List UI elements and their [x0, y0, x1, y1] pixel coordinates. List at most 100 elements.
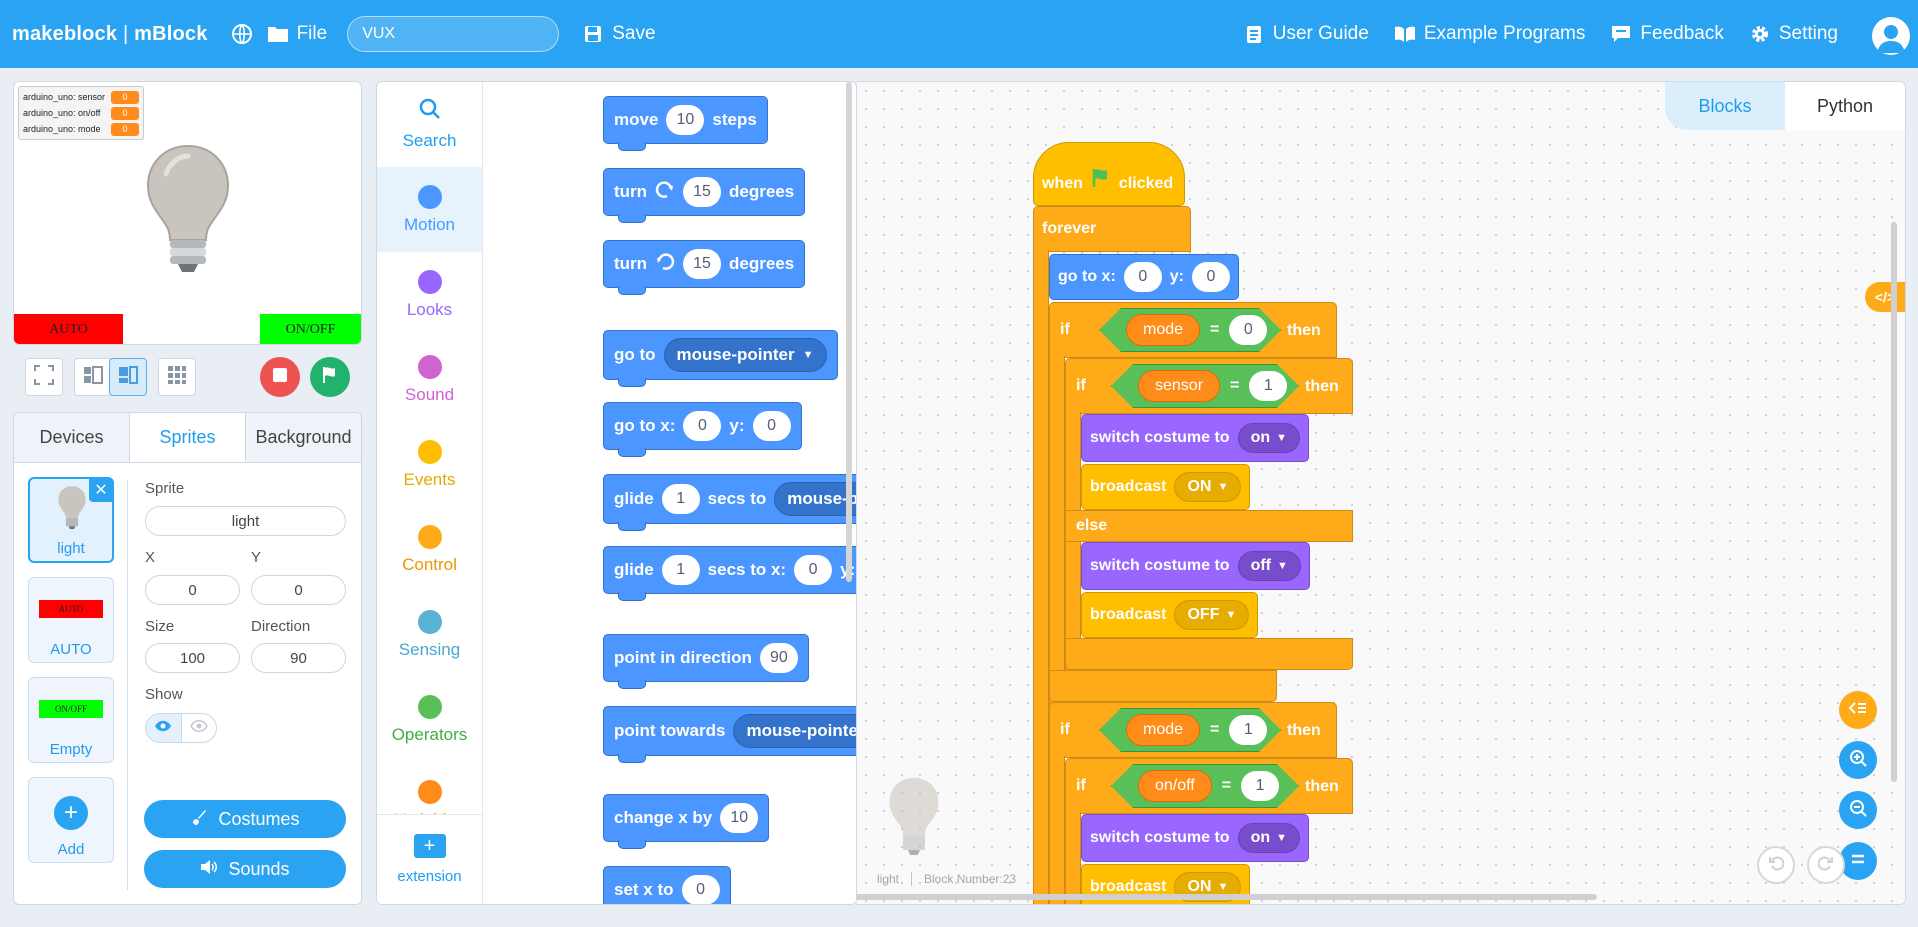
target-dropdown[interactable]: mouse-pointer▼ [774, 482, 856, 516]
direction-input[interactable]: 90 [759, 643, 798, 673]
stop-button[interactable] [260, 357, 300, 397]
go-to-xy-block[interactable]: go to x: 0 y: 0 [1049, 254, 1239, 300]
y-input[interactable]: 0 [1192, 262, 1230, 292]
undo-button[interactable] [1757, 846, 1795, 884]
broadcast-off-block[interactable]: broadcast OFF▼ [1081, 592, 1259, 638]
when-flag-clicked-block[interactable]: when clicked [1033, 142, 1185, 206]
degrees-input[interactable]: 15 [683, 249, 722, 279]
x-input[interactable]: 0 [683, 411, 722, 441]
size-field[interactable]: 100 [145, 643, 240, 673]
sprite-card-auto[interactable]: AUTO AUTO [28, 577, 114, 663]
y-input[interactable]: 0 [752, 411, 791, 441]
block-glide-to-xy[interactable]: glide 1 secs to x: 0 y: 0 [603, 546, 856, 601]
redo-button[interactable] [1807, 846, 1845, 884]
category-sound[interactable]: Sound [377, 337, 482, 422]
set-x-input[interactable]: 0 [681, 875, 720, 904]
feedback-link[interactable]: Feedback [1609, 22, 1724, 46]
x-field[interactable]: 0 [145, 575, 240, 605]
category-sensing[interactable]: Sensing [377, 592, 482, 677]
change-x-input[interactable]: 10 [720, 803, 759, 833]
category-looks[interactable]: Looks [377, 252, 482, 337]
hide-sprite-button[interactable] [182, 714, 217, 742]
fullscreen-button[interactable] [25, 358, 63, 396]
block-glide-to[interactable]: glide 1 secs to mouse-pointer▼ [603, 474, 856, 531]
auto-sprite-button[interactable]: AUTO [14, 314, 123, 344]
zoom-out-button[interactable] [1839, 791, 1877, 829]
block-go-to[interactable]: go to mouse-pointer▼ [603, 330, 838, 387]
extension-button[interactable]: + extension [377, 814, 482, 904]
grid-view-button[interactable] [158, 358, 196, 396]
costume-dropdown[interactable]: off▼ [1237, 551, 1301, 581]
block-change-x[interactable]: change x by 10 [603, 794, 770, 849]
stage-canvas[interactable]: arduino_uno: sensor 0 arduino_uno: on/of… [13, 81, 362, 345]
tab-python[interactable]: Python [1785, 82, 1905, 130]
broadcast-on-block[interactable]: broadcast ON▼ [1081, 464, 1251, 510]
project-name-input[interactable] [347, 16, 560, 52]
equals-operator[interactable]: mode = 0 [1099, 308, 1281, 352]
switch-costume-off-block[interactable]: switch costume to off▼ [1081, 542, 1310, 590]
x-input[interactable]: 0 [794, 555, 833, 585]
normal-stage-button[interactable] [109, 358, 147, 396]
block-point-towards[interactable]: point towards mouse-pointer▼ [603, 706, 856, 763]
workspace-horizontal-scrollbar[interactable] [857, 894, 1597, 900]
block-turn-left[interactable]: turn 15 degrees [603, 240, 806, 295]
sensor-variable[interactable]: sensor [1138, 370, 1220, 402]
script-workspace[interactable]: Blocks Python when clicked forever go to… [857, 81, 1906, 905]
sprite-card-empty[interactable]: ON/OFF Empty [28, 677, 114, 763]
sounds-button[interactable]: Sounds [144, 850, 346, 888]
onoff-variable[interactable]: on/off [1138, 770, 1212, 802]
tab-sprites[interactable]: Sprites [130, 413, 246, 462]
setting-menu[interactable]: Setting [1748, 22, 1838, 46]
value-input[interactable]: 1 [1241, 771, 1279, 801]
workspace-vertical-scrollbar[interactable] [1891, 222, 1897, 782]
delete-sprite-icon[interactable]: ✕ [89, 478, 113, 502]
zoom-reset-button[interactable] [1839, 842, 1877, 880]
block-point-in-direction[interactable]: point in direction 90 [603, 634, 809, 689]
target-dropdown[interactable]: mouse-pointer▼ [663, 338, 827, 372]
category-motion[interactable]: Motion [377, 167, 482, 252]
user-guide-link[interactable]: User Guide [1242, 22, 1369, 46]
tab-devices[interactable]: Devices [14, 413, 130, 462]
palette-scrollbar[interactable] [846, 82, 852, 582]
value-input[interactable]: 1 [1229, 715, 1267, 745]
category-control[interactable]: Control [377, 507, 482, 592]
block-go-to-xy[interactable]: go to x: 0 y: 0 [603, 402, 802, 457]
block-turn-right[interactable]: turn 15 degrees [603, 168, 806, 223]
y-field[interactable]: 0 [251, 575, 346, 605]
category-search[interactable]: Search [377, 82, 482, 167]
equals-operator[interactable]: mode = 1 [1099, 708, 1281, 752]
example-programs-link[interactable]: Example Programs [1393, 22, 1585, 46]
show-sprite-button[interactable] [146, 714, 182, 742]
add-sprite-button[interactable]: + Add [28, 777, 114, 863]
mode-variable[interactable]: mode [1126, 714, 1200, 746]
message-dropdown[interactable]: OFF▼ [1174, 600, 1250, 630]
block-set-x[interactable]: set x to 0 [603, 866, 731, 904]
sprite-name-field[interactable]: light [145, 506, 346, 536]
category-operators[interactable]: Operators [377, 677, 482, 762]
user-avatar[interactable] [1872, 17, 1910, 55]
save-button[interactable]: Save [581, 22, 656, 46]
sprite-card-light[interactable]: ✕ light [28, 477, 114, 563]
equals-operator[interactable]: on/off = 1 [1111, 764, 1299, 808]
switch-costume-on-block[interactable]: switch costume to on▼ [1081, 814, 1310, 862]
costume-dropdown[interactable]: on▼ [1237, 423, 1301, 453]
mode-variable[interactable]: mode [1126, 314, 1200, 346]
language-globe-button[interactable] [230, 22, 254, 46]
forever-block[interactable]: forever [1033, 206, 1191, 252]
collapse-blocks-button[interactable] [1839, 691, 1877, 729]
value-input[interactable]: 1 [1249, 371, 1287, 401]
switch-costume-on-block[interactable]: switch costume to on▼ [1081, 414, 1310, 462]
onoff-sprite-button[interactable]: ON/OFF [260, 314, 361, 344]
steps-input[interactable]: 10 [666, 105, 705, 135]
category-events[interactable]: Events [377, 422, 482, 507]
message-dropdown[interactable]: ON▼ [1174, 472, 1242, 502]
code-preview-toggle[interactable]: </> [1865, 282, 1905, 312]
equals-operator[interactable]: sensor = 1 [1111, 364, 1299, 408]
zoom-in-button[interactable] [1839, 741, 1877, 779]
secs-input[interactable]: 1 [661, 555, 700, 585]
green-flag-button[interactable] [310, 357, 350, 397]
direction-field[interactable]: 90 [251, 643, 346, 673]
small-stage-button[interactable] [74, 358, 112, 396]
tab-blocks[interactable]: Blocks [1665, 82, 1785, 130]
file-menu[interactable]: File [266, 22, 327, 46]
